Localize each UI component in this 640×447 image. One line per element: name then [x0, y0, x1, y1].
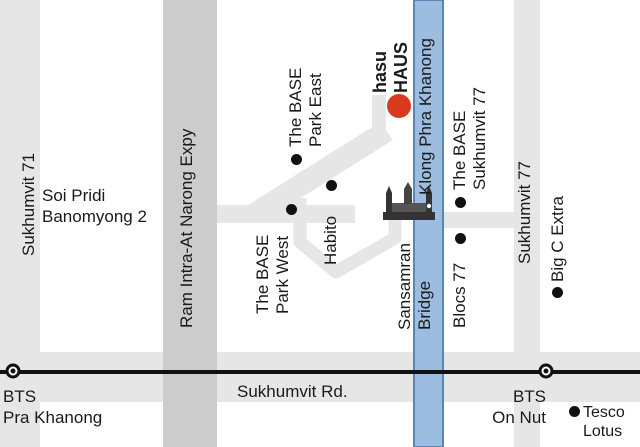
soi-pridi-line-2: Banomyong 2	[42, 207, 147, 226]
landmark-label-habito: Habito	[321, 215, 340, 265]
station-label-on-nut: BTS On Nut	[490, 386, 546, 428]
landmark-dot-icon	[291, 154, 302, 165]
road-soi-pridi	[215, 205, 355, 223]
landmark-label-big-c-extra: Big C Extra	[548, 196, 567, 282]
road-label-expressway: Ram Intra-At Narong Expy	[177, 128, 196, 328]
bts-station-icon	[5, 363, 21, 379]
station-label-line-2: Pra Khanong	[3, 408, 103, 427]
landmark-label-base-sukhumvit-77: The BASE Sukhumvit 77	[450, 87, 490, 190]
station-label-line-1: BTS	[3, 387, 37, 406]
bridge-label-line-2: Bridge	[415, 280, 434, 330]
destination-label: hasu HAUS	[370, 42, 412, 93]
landmark-label-tesco-lotus: Tesco Lotus	[583, 403, 625, 441]
road-east-connector	[440, 212, 530, 228]
bridge-label-line-1: Sansamran	[395, 243, 414, 330]
landmark-label-line-1: The BASE	[253, 234, 272, 314]
road-hasu-haus-spur	[372, 95, 386, 135]
road-habito-loop	[293, 198, 402, 279]
road-label-sukhumvit-77: Sukhumvit 77	[515, 161, 534, 264]
landmark-label-line-2: Sukhumvit 77	[470, 87, 489, 190]
station-label-pra-khanong: BTS Pra Khanong	[3, 386, 102, 428]
landmark-dot-icon	[569, 406, 580, 417]
bts-rail-line	[0, 370, 640, 374]
road-label-sukhumvit-71: Sukhumvit 71	[19, 153, 38, 256]
road-label-soi-pridi: Soi Pridi Banomyong 2	[42, 185, 147, 227]
bridge-icon	[383, 182, 435, 220]
landmark-dot-icon	[326, 180, 337, 191]
bts-station-icon	[538, 363, 554, 379]
landmark-label-line-2: Park West	[273, 235, 292, 314]
landmark-label-line-1: Tesco	[583, 404, 625, 421]
landmark-label-line-2: Lotus	[583, 423, 623, 440]
road-sukhumvit-rd	[0, 352, 640, 402]
canal-label: Klong Phra Khanong	[416, 38, 435, 195]
road-label-sukhumvit-rd: Sukhumvit Rd.	[237, 382, 348, 401]
landmark-dot-icon	[552, 287, 563, 298]
destination-label-line-2: HAUS	[391, 41, 411, 93]
bridge-label: Sansamran Bridge	[395, 243, 435, 330]
destination-label-line-1: hasu	[370, 50, 390, 93]
landmark-label-line-2: Park East	[306, 73, 325, 147]
soi-pridi-line-1: Soi Pridi	[42, 186, 106, 205]
location-marker-icon	[387, 94, 411, 118]
landmark-dot-icon	[455, 233, 466, 244]
landmark-label-line-1: The BASE	[286, 67, 305, 147]
station-label-line-1: BTS	[512, 387, 546, 406]
landmark-label-base-park-west: The BASE Park West	[253, 235, 293, 314]
landmark-label-line-1: The BASE	[450, 110, 469, 190]
landmark-label-base-park-east: The BASE Park East	[286, 68, 326, 147]
landmark-label-blocs-77: Blocs 77	[450, 262, 469, 328]
station-label-line-2: On Nut	[492, 408, 546, 427]
landmark-dot-icon	[455, 197, 466, 208]
road-diagonal-to-hasu-haus	[248, 122, 393, 223]
landmark-dot-icon	[286, 204, 297, 215]
